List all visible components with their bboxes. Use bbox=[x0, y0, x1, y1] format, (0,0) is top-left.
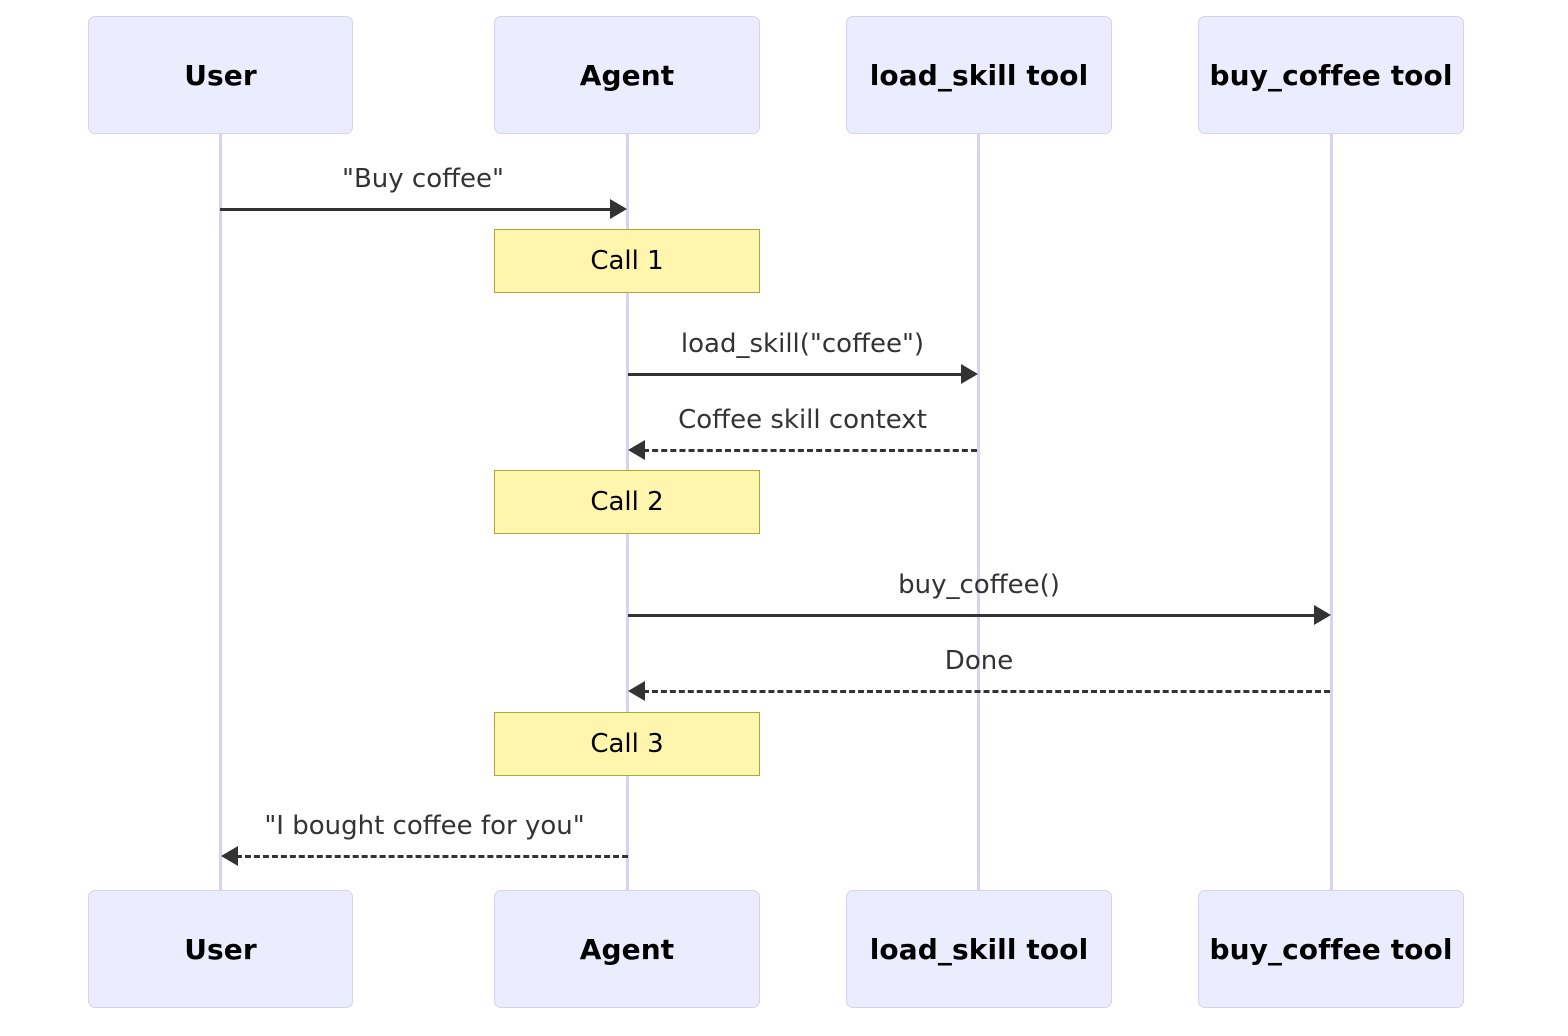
arrowhead-icon bbox=[1314, 605, 1331, 625]
message-line bbox=[643, 449, 977, 452]
participant-bottom-load_skill[interactable]: load_skill tool bbox=[846, 890, 1112, 1008]
participant-bottom-buy_coffee[interactable]: buy_coffee tool bbox=[1198, 890, 1464, 1008]
lifeline-buy_coffee bbox=[1330, 134, 1333, 890]
participant-bottom-agent[interactable]: Agent bbox=[494, 890, 760, 1008]
arrowhead-icon bbox=[628, 440, 645, 460]
arrowhead-icon bbox=[961, 364, 978, 384]
lifeline-load_skill bbox=[977, 134, 980, 890]
message-line bbox=[628, 614, 1315, 617]
note-call-3[interactable]: Call 3 bbox=[494, 712, 760, 776]
message-label: buy_coffee() bbox=[898, 570, 1060, 600]
message-line bbox=[220, 208, 611, 211]
note-label: Call 1 bbox=[590, 246, 664, 276]
note-label: Call 2 bbox=[590, 487, 664, 517]
message-label: "Buy coffee" bbox=[342, 164, 504, 194]
lifeline-user bbox=[219, 134, 222, 890]
participant-top-buy_coffee[interactable]: buy_coffee tool bbox=[1198, 16, 1464, 134]
message-label: load_skill("coffee") bbox=[680, 329, 925, 359]
participant-label: load_skill tool bbox=[869, 58, 1089, 92]
participant-top-agent[interactable]: Agent bbox=[494, 16, 760, 134]
message-label: Coffee skill context bbox=[678, 405, 927, 435]
participant-label: Agent bbox=[579, 932, 675, 966]
message-line bbox=[628, 373, 962, 376]
arrowhead-icon bbox=[628, 681, 645, 701]
participant-label: Agent bbox=[579, 58, 675, 92]
message-label: Done bbox=[944, 646, 1014, 676]
participant-label: User bbox=[184, 932, 257, 966]
message-line bbox=[236, 855, 628, 858]
participant-top-user[interactable]: User bbox=[88, 16, 353, 134]
note-label: Call 3 bbox=[590, 729, 664, 759]
participant-bottom-user[interactable]: User bbox=[88, 890, 353, 1008]
participant-label: User bbox=[184, 58, 257, 92]
participant-top-load_skill[interactable]: load_skill tool bbox=[846, 16, 1112, 134]
participant-label: load_skill tool bbox=[869, 932, 1089, 966]
participant-label: buy_coffee tool bbox=[1209, 932, 1453, 966]
message-label: "I bought coffee for you" bbox=[264, 811, 585, 841]
message-line bbox=[643, 690, 1330, 693]
arrowhead-icon bbox=[610, 199, 627, 219]
arrowhead-icon bbox=[221, 846, 238, 866]
note-call-1[interactable]: Call 1 bbox=[494, 229, 760, 293]
note-call-2[interactable]: Call 2 bbox=[494, 470, 760, 534]
participant-label: buy_coffee tool bbox=[1209, 58, 1453, 92]
